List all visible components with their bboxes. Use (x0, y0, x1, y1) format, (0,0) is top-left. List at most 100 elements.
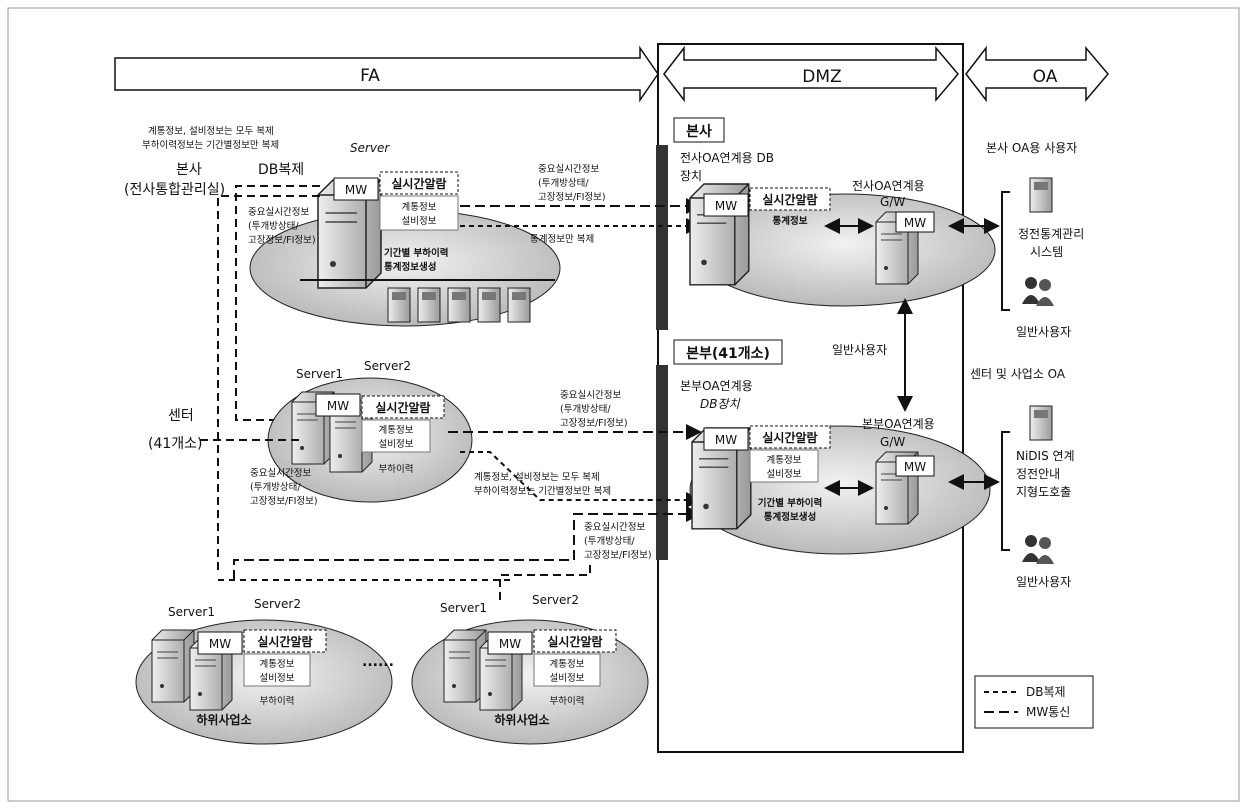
hq-critical-line2: (투개방상태/ (248, 221, 299, 232)
firewall-lower (656, 365, 668, 560)
dmz-branch-alarm: 실시간알람 (762, 430, 817, 445)
oa-hq-users: 본사 OA용 사용자 (986, 141, 1077, 155)
hq-alarm: 실시간알람 (391, 176, 446, 191)
dmz-hq-gw-line2: G/W (880, 195, 905, 209)
sub-dmz-critical-line2: (투개방상태/ (584, 536, 635, 547)
dmz-branch-db-line1: 본부OA연계용 (680, 379, 753, 393)
hq-title-line1: 본사 (176, 162, 202, 178)
dmz-branch-mw: MW (715, 433, 737, 447)
center-info1: 계통정보 (379, 424, 414, 436)
hq-critical-line3: 고장정보/FI정보) (248, 235, 316, 246)
legend-mw: MW통신 (1026, 705, 1070, 719)
firewall-upper (656, 145, 668, 330)
center-mw: MW (327, 399, 349, 413)
hq-dmz-critical-line2: (투개방상태/ (538, 178, 589, 189)
hq-note-line1: 계통정보, 설비정보는 모두 복제 (148, 125, 274, 137)
hq-critical-line1: 중요실시간정보 (248, 207, 309, 218)
sub2-server2: Server2 (532, 593, 579, 607)
sub1-mw: MW (209, 637, 231, 651)
legend: DB복제 MW통신 (975, 676, 1093, 728)
sub2-info2: 설비정보 (550, 673, 585, 684)
stats-system-icon (1030, 178, 1052, 212)
center-alarm: 실시간알람 (375, 400, 430, 415)
dmz-hq-mw: MW (715, 199, 737, 213)
center-critical-line3: 고장정보/FI정보) (250, 496, 318, 507)
stats-only-label: 통계정보만 복제 (530, 233, 594, 245)
sub-dmz-critical-line3: 고장정보/FI정보) (584, 550, 652, 561)
sub2-alarm: 실시간알람 (547, 634, 602, 649)
sub1-server1-icon (152, 630, 194, 702)
dmz-branch-period-line2: 통계정보생성 (764, 511, 816, 523)
center-dmz-critical-line1: 중요실시간정보 (560, 390, 621, 401)
dmz-hq-db-line1: 전사OA연계용 DB (680, 151, 774, 165)
hq-period-line1: 기간별 부하이력 (384, 247, 449, 259)
center-load: 부하이력 (379, 463, 414, 475)
dmz-hq-tag: 본사 (686, 124, 712, 140)
dmz-branch-db-line2: DB장치 (700, 397, 741, 411)
nidis-line2: 정전안내 (1016, 467, 1060, 481)
dmz-hq-stats: 통계정보 (773, 215, 808, 227)
dmz-branch-info2: 설비정보 (767, 469, 802, 480)
sub2-label: 하위사업소 (494, 712, 549, 727)
general-user1-icon (1022, 277, 1054, 306)
center-dmz-critical-line2: (투개방상태/ (560, 404, 611, 415)
center-title-line2: (41개소) (148, 436, 203, 452)
sub2-load: 부하이력 (550, 695, 585, 707)
hq-title-line2: (전사통합관리실) (124, 182, 225, 198)
oa-hq-bracket (1002, 192, 1010, 310)
dmz-branch-period-line1: 기간별 부하이력 (758, 497, 823, 509)
oa-label: OA (1033, 67, 1058, 87)
oa-center-bracket (1002, 432, 1010, 550)
fa-zone-arrow: FA (115, 48, 658, 100)
hq-info2: 설비정보 (402, 216, 437, 227)
hq-note-line2: 부하이력정보는 기간별정보만 복제 (142, 139, 279, 151)
center-server1: Server1 (296, 367, 343, 381)
general-user2: 일반사용자 (1016, 575, 1071, 589)
dmz-branch-gw-mw: MW (904, 460, 926, 474)
dmz-hq-alarm: 실시간알람 (762, 192, 817, 207)
hq-mw: MW (345, 183, 367, 197)
center-title-line1: 센터 (168, 408, 194, 424)
sub1-info1: 계통정보 (260, 658, 295, 670)
center-critical-line1: 중요실시간정보 (250, 468, 311, 479)
hq-workstations (388, 288, 530, 322)
sub2-info1: 계통정보 (550, 658, 585, 670)
center-dmz-critical-line3: 고장정보/FI정보) (560, 418, 628, 429)
sub1-alarm: 실시간알람 (257, 634, 312, 649)
hq-period-line2: 통계정보생성 (384, 261, 436, 273)
dmz-label: DMZ (802, 67, 841, 87)
sub1-load: 부하이력 (260, 695, 295, 707)
oa-zone-arrow: OA (966, 48, 1108, 100)
nidis-icon (1030, 406, 1052, 440)
sub2-server1: Server1 (440, 601, 487, 615)
dmz-branch-tag: 본부(41개소) (686, 346, 770, 362)
center-note-line1: 계통정보, 설비정보는 모두 복제 (474, 471, 600, 483)
general-user-link-label: 일반사용자 (832, 343, 887, 357)
hq-dmz-critical-line1: 중요실시간정보 (538, 164, 599, 175)
nidis-line3: 지형도호출 (1016, 485, 1071, 499)
sub1-server2: Server2 (254, 597, 301, 611)
general-user2-icon (1022, 535, 1054, 564)
db-replication-label: DB복제 (258, 162, 304, 178)
dmz-zone-arrow: DMZ (664, 48, 958, 100)
sub1-server1: Server1 (168, 605, 215, 619)
general-user1: 일반사용자 (1016, 325, 1071, 339)
center-critical-line2: (투개방상태/ (250, 482, 301, 493)
dmz-branch-info1: 계통정보 (767, 454, 802, 466)
sub1-label: 하위사업소 (196, 712, 251, 727)
sub-office-1: Server1 Server2 MW 실시간알람 계통정보 설비정보 부하이력 … (136, 597, 392, 744)
stats-system-line2: 시스템 (1030, 245, 1063, 259)
hq-server-label: Server (350, 141, 390, 155)
nidis-line1: NiDIS 연계 (1016, 449, 1075, 463)
hq-info1: 계통정보 (402, 201, 437, 213)
sub2-mw: MW (499, 637, 521, 651)
hq-dmz-critical-line3: 고장정보/FI정보) (538, 192, 606, 203)
dmz-hq-gw-mw: MW (904, 216, 926, 230)
oa-center: 센터 및 사업소 OA (970, 367, 1066, 381)
stats-system-line1: 정전통계관리 (1018, 227, 1084, 241)
center-server2: Server2 (364, 359, 411, 373)
center-info2: 설비정보 (379, 439, 414, 450)
sub1-info2: 설비정보 (260, 673, 295, 684)
sub-office-2: Server1 Server2 MW 실시간알람 계통정보 설비정보 부하이력 … (412, 593, 648, 744)
